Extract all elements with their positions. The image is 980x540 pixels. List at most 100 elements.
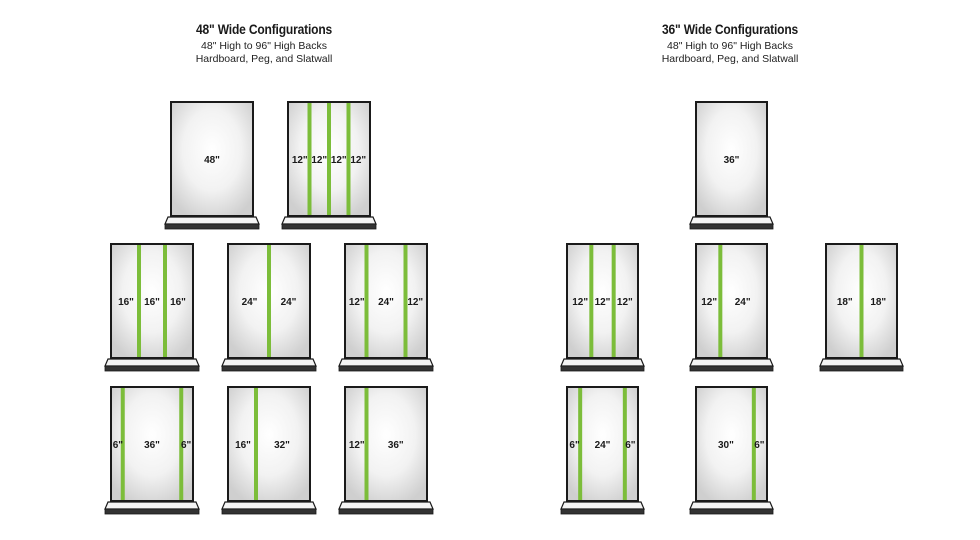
section-width-label: 12" — [349, 297, 365, 308]
configuration-13: 6"24"6" — [560, 386, 645, 515]
base-shelf — [689, 501, 774, 510]
section-divider — [718, 245, 723, 357]
section-divider — [163, 245, 167, 357]
section-title: 36" Wide Configurations — [661, 21, 799, 37]
section-width-label: 16" — [118, 297, 134, 308]
section-width-label: 6" — [113, 440, 124, 451]
section-divider — [327, 103, 331, 215]
section-width-label: 18" — [837, 297, 853, 308]
base-shelf — [104, 501, 200, 510]
section-width-label: 16" — [235, 440, 251, 451]
section-title: 48" Wide Configurations — [195, 21, 333, 37]
configuration-7: 16" 32" — [221, 386, 317, 515]
section-divider — [589, 245, 594, 357]
section-width-label: 16" — [170, 297, 186, 308]
base-kickplate — [689, 508, 774, 515]
base-kickplate — [689, 365, 774, 372]
heading-36-wide: 36" Wide Configurations 48" High to 96" … — [580, 21, 880, 66]
configuration-10: 12" 12" 12" — [560, 243, 645, 372]
back-panel — [344, 243, 428, 359]
base-shelf — [338, 358, 434, 367]
back-panel — [695, 243, 768, 359]
section-divider — [137, 245, 141, 357]
section-divider — [622, 388, 627, 500]
base-kickplate — [560, 508, 645, 515]
configuration-6: 6" 36" 6" — [104, 386, 200, 515]
base-shelf — [338, 501, 434, 510]
section-divider — [179, 388, 184, 500]
configuration-14: 30" 6" — [689, 386, 774, 515]
section-width-label: 6" — [181, 440, 192, 451]
section-width-label: 12" — [595, 297, 611, 308]
section-subtitle-height: 48" High to 96" High Backs — [201, 40, 327, 52]
heading-48-wide: 48" Wide Configurations 48" High to 96" … — [114, 21, 414, 66]
section-subtitle-materials: Hardboard, Peg, and Slatwall — [195, 53, 333, 65]
section-width-label: 12" — [572, 297, 588, 308]
section-width-label: 36" — [144, 440, 160, 451]
back-panel — [110, 243, 194, 359]
section-width-label: 24" — [735, 297, 751, 308]
back-panel — [227, 386, 311, 502]
base-kickplate — [338, 508, 434, 515]
section-width-label: 24" — [378, 297, 394, 308]
section-divider — [267, 245, 271, 357]
section-width-label: 24" — [242, 297, 258, 308]
section-divider — [611, 245, 616, 357]
base-kickplate — [689, 223, 774, 230]
base-kickplate — [221, 365, 317, 372]
section-width-label: 12" — [617, 297, 633, 308]
base-kickplate — [560, 365, 645, 372]
section-width-label: 12" — [350, 155, 366, 166]
back-panel — [170, 101, 254, 217]
section-width-label: 12" — [701, 297, 717, 308]
configuration-3: 16" 16" 16" — [104, 243, 200, 372]
section-divider — [364, 245, 369, 357]
section-width-label: 6" — [754, 440, 765, 451]
section-divider — [751, 388, 756, 500]
configuration-1: 48" — [164, 101, 260, 230]
base-kickplate — [164, 223, 260, 230]
configuration-5: 12" 24" 12" — [338, 243, 434, 372]
configuration-9: 36" — [689, 101, 774, 230]
configuration-4: 24" 24" — [221, 243, 317, 372]
section-width-label: 12" — [292, 155, 308, 166]
base-shelf — [104, 358, 200, 367]
back-panel — [344, 386, 428, 502]
base-kickplate — [281, 223, 377, 230]
base-kickplate — [221, 508, 317, 515]
base-shelf — [221, 501, 317, 510]
section-divider — [307, 103, 312, 215]
section-width-label: 16" — [144, 297, 160, 308]
base-kickplate — [819, 365, 904, 372]
configuration-8: 12" 36" — [338, 386, 434, 515]
section-divider — [859, 245, 864, 357]
base-kickplate — [338, 365, 434, 372]
section-divider — [120, 388, 125, 500]
back-panel — [566, 243, 639, 359]
section-width-label: 12" — [311, 155, 327, 166]
section-width-label: 12" — [349, 440, 365, 451]
base-shelf — [281, 216, 377, 225]
section-width-label: 18" — [870, 297, 886, 308]
section-divider — [254, 388, 258, 500]
section-width-label: 48" — [204, 155, 220, 166]
base-kickplate — [104, 508, 200, 515]
section-width-label: 24" — [595, 440, 611, 451]
section-width-label: 30" — [718, 440, 734, 451]
configuration-11: 12" 24" — [689, 243, 774, 372]
section-width-label: 12" — [331, 155, 347, 166]
section-divider — [346, 103, 351, 215]
base-shelf — [560, 358, 645, 367]
section-width-label: 12" — [407, 297, 423, 308]
configuration-2: 12"12"12"12" — [281, 101, 377, 230]
configuration-12: 18" 18" — [819, 243, 904, 372]
base-shelf — [221, 358, 317, 367]
section-width-label: 32" — [274, 440, 290, 451]
base-shelf — [689, 216, 774, 225]
section-width-label: 6" — [569, 440, 580, 451]
base-shelf — [689, 358, 774, 367]
section-width-label: 36" — [388, 440, 404, 451]
section-width-label: 24" — [281, 297, 297, 308]
section-width-label: 36" — [724, 155, 740, 166]
